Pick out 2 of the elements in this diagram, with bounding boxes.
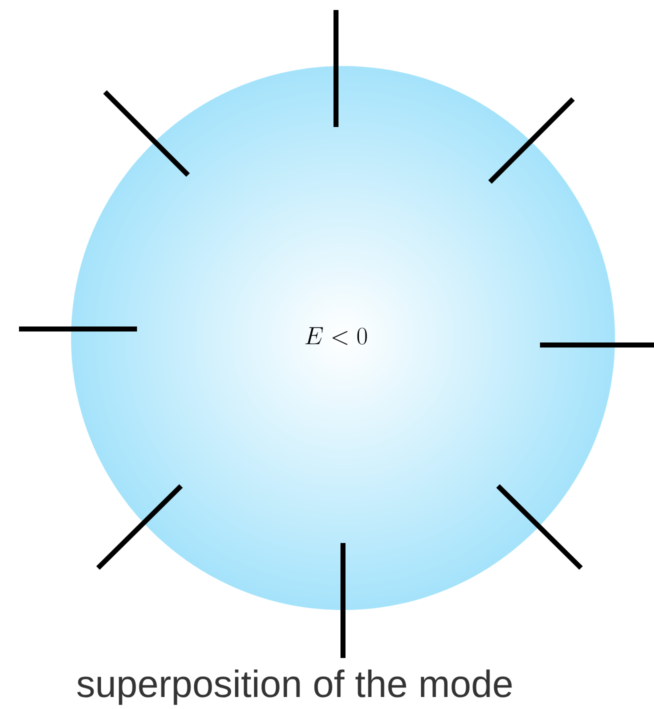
sphere: $E < 0$ — [305, 327, 367, 345]
caption: superposition of the mode — [77, 669, 512, 705]
